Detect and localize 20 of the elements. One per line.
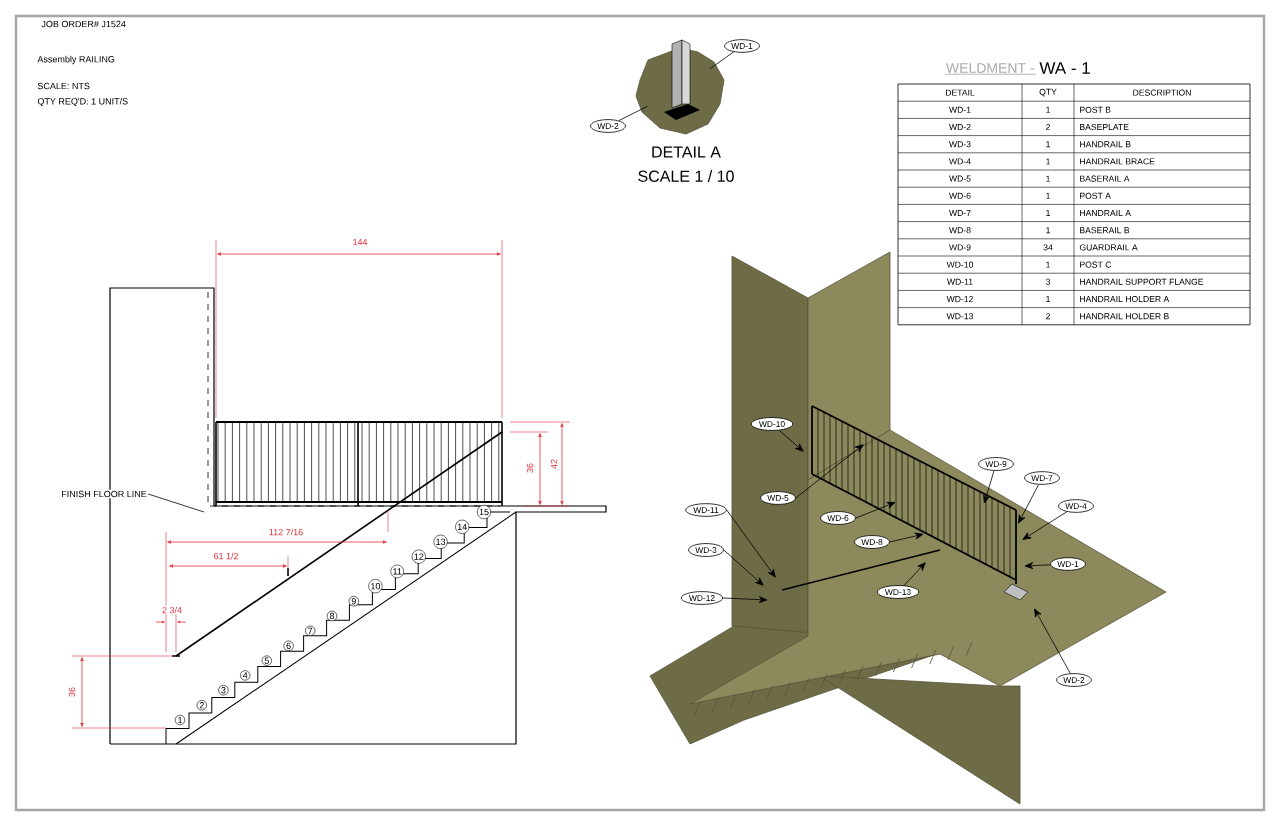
leader-line bbox=[1022, 511, 1068, 540]
leader-line bbox=[889, 532, 924, 543]
leader-line bbox=[709, 51, 734, 70]
detail-scale: SCALE 1 / 10 bbox=[638, 170, 734, 182]
leader-line bbox=[1018, 484, 1039, 524]
detail-title: DETAIL A bbox=[652, 146, 721, 158]
leader-line bbox=[903, 562, 926, 586]
leader-line bbox=[795, 444, 864, 499]
leader-line bbox=[1034, 608, 1071, 674]
leader-line bbox=[722, 596, 768, 604]
leader-line bbox=[618, 105, 648, 121]
leader-line bbox=[1024, 562, 1051, 570]
leader-line bbox=[723, 549, 764, 586]
leader-line bbox=[726, 509, 776, 578]
detail-drawing bbox=[635, 39, 725, 135]
leader-line bbox=[983, 470, 995, 504]
table-title: WA - 1 bbox=[1039, 62, 1090, 74]
leader-line bbox=[147, 493, 205, 513]
leader-line bbox=[855, 502, 896, 519]
leader-line bbox=[778, 430, 804, 452]
